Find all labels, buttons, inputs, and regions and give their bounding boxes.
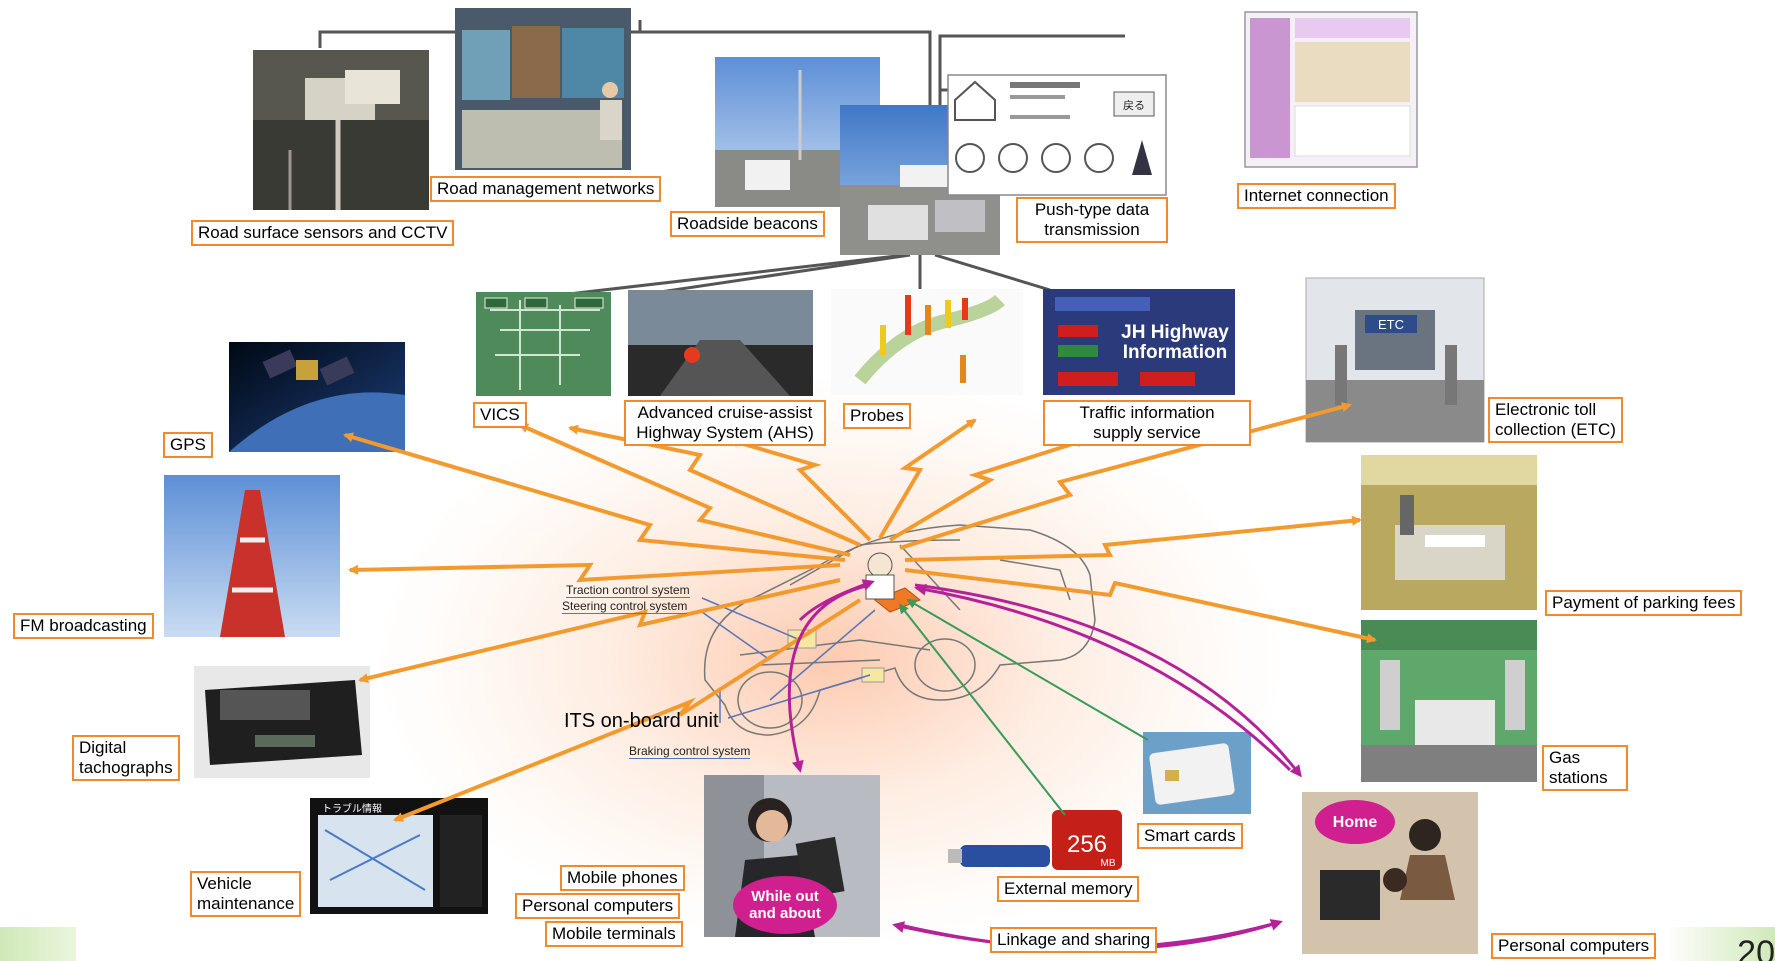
wireless-arrows (343, 402, 1377, 822)
photo-gas-station (1361, 620, 1537, 782)
label-gps: GPS (163, 432, 213, 458)
footer-accent-right: 20 (1665, 927, 1775, 961)
label-steering-control: Steering control system (562, 599, 688, 614)
photo-etc-gate: ETC (1305, 277, 1485, 443)
photo-maintenance-screen: トラブル情報 (310, 798, 488, 914)
label-probes: Probes (843, 403, 911, 429)
photo-jh-info: JH Highway Information (1043, 289, 1235, 395)
label-personal-computers-left: Personal computers (515, 893, 681, 919)
label-fm-broadcasting: FM broadcasting (13, 613, 154, 639)
system-lines (701, 597, 876, 723)
photo-road-sensor (253, 50, 429, 210)
label-internet: Internet connection (1237, 183, 1396, 209)
label-linkage-sharing: Linkage and sharing (990, 927, 1158, 953)
label-mobile-phones: Mobile phones (560, 865, 685, 891)
page-number: 20 (1737, 934, 1775, 961)
svg-text:Information: Information (1123, 342, 1228, 363)
photo-smart-card (1143, 732, 1251, 814)
label-parking-fees: Payment of parking fees (1545, 590, 1743, 616)
svg-text:ETC: ETC (1378, 317, 1404, 332)
photo-road-management (455, 8, 631, 170)
card-arrows (898, 598, 1149, 816)
photo-parking-payment (1361, 455, 1537, 610)
photo-ahs-view (628, 290, 813, 396)
photo-internet-page (1244, 11, 1418, 168)
photo-vics-map (476, 292, 611, 396)
photo-tower (164, 475, 340, 637)
label-braking-control: Braking control system (629, 744, 751, 759)
label-mobile-terminals: Mobile terminals (545, 921, 683, 947)
label-external-memory: External memory (997, 876, 1140, 902)
label-traction-control: Traction control system (566, 583, 690, 598)
svg-text:戻る: 戻る (1123, 99, 1145, 112)
photo-memory: 256 MB (948, 810, 1122, 870)
footer-accent-left (0, 927, 76, 961)
svg-text:JH Highway: JH Highway (1121, 322, 1229, 343)
label-vics: VICS (473, 402, 527, 428)
svg-text:MB: MB (1101, 858, 1116, 869)
photo-probes-map (831, 289, 1023, 395)
label-road-management: Road management networks (430, 176, 662, 202)
photo-tachograph (194, 666, 370, 778)
label-roadside-beacons: Roadside beacons (670, 211, 825, 237)
label-road-surface-sensors: Road surface sensors and CCTV (191, 220, 455, 246)
onboard-unit-device (787, 552, 921, 683)
photo-satellite (229, 342, 405, 452)
label-smart-cards: Smart cards (1137, 823, 1243, 849)
svg-text:256: 256 (1067, 831, 1107, 858)
svg-text:トラブル情報: トラブル情報 (322, 802, 382, 815)
label-its-onboard-unit: ITS on-board unit (564, 710, 719, 732)
home-bubble: Home (1315, 800, 1395, 844)
label-personal-computers-right: Personal computers (1491, 933, 1657, 959)
photo-portal-site: 戻る (947, 74, 1167, 196)
